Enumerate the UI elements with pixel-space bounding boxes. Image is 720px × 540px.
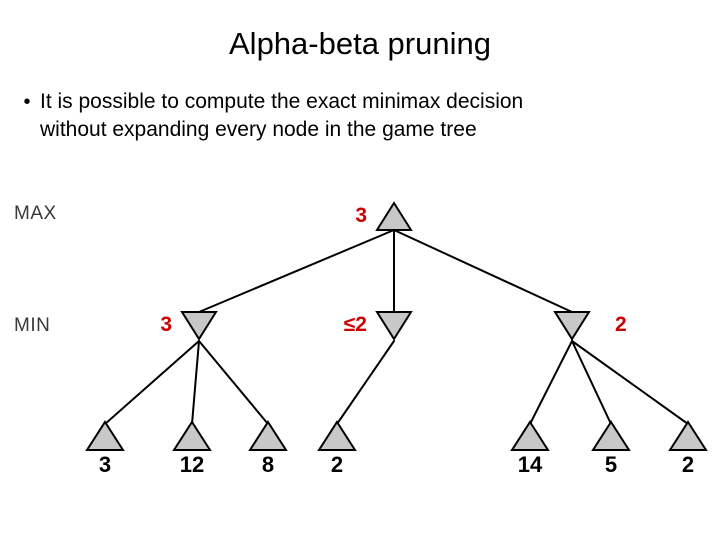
page-title: Alpha-beta pruning (229, 26, 491, 61)
edge-min1-leaf3 (198, 340, 269, 425)
triangle-up-icon (375, 200, 413, 231)
edge-root-min1 (198, 229, 395, 313)
edge-min1-leaf2 (191, 340, 200, 425)
max-root-node-value-annotation: 3 (355, 204, 367, 227)
leaf-node-7-shape (668, 420, 708, 451)
max-root-node-shape (375, 200, 413, 231)
min-node-1-shape (180, 310, 218, 341)
triangle-up-icon (668, 420, 708, 451)
leaf-node-3-value-label: 8 (261, 452, 275, 477)
leaf-node-3-shape (248, 420, 288, 451)
max-row-label: MAX (14, 203, 57, 224)
leaf-node-6-value-label: 5 (604, 452, 618, 477)
bullet-block: • It is possible to compute the exact mi… (14, 88, 708, 144)
leaf-node-1-shape (85, 420, 125, 451)
tree-edges-layer (104, 229, 689, 425)
min-node-3-value-annotation: 2 (615, 313, 627, 336)
triangle-up-icon (85, 420, 125, 451)
min-row-label: MIN (14, 315, 51, 336)
leaf-node-5-shape (510, 420, 550, 451)
leaf-node-5-value-label: 14 (517, 452, 543, 477)
triangle-up-icon (591, 420, 631, 451)
edge-min3-leaf5 (529, 340, 573, 425)
bullet-text-line-2: without expanding every node in the game… (40, 118, 477, 141)
min-node-3-shape (553, 310, 591, 341)
leaf-node-2-shape (172, 420, 212, 451)
triangle-up-icon (317, 420, 357, 451)
min-node-2-shape (375, 310, 413, 341)
leaf-node-4-shape (317, 420, 357, 451)
edge-min2-leaf4 (336, 340, 395, 425)
bullet-text-line-1: It is possible to compute the exact mini… (40, 90, 524, 113)
leaf-node-1-value-label: 3 (98, 452, 112, 477)
triangle-up-icon (248, 420, 288, 451)
triangle-down-icon (553, 310, 591, 341)
min-node-2-value-annotation: ≤2 (343, 313, 367, 336)
triangle-down-icon (375, 310, 413, 341)
edge-min1-leaf1 (104, 340, 200, 425)
edge-root-min3 (393, 229, 573, 313)
leaf-node-2-value-label: 12 (179, 452, 205, 477)
leaf-node-7-value-label: 2 (681, 452, 695, 477)
edge-min3-leaf7 (571, 340, 689, 425)
leaf-node-6-shape (591, 420, 631, 451)
edge-min3-leaf6 (571, 340, 612, 425)
triangle-up-icon (172, 420, 212, 451)
triangle-up-icon (510, 420, 550, 451)
min-node-1-value-annotation: 3 (160, 313, 172, 336)
game-tree-diagram: MAX MIN 3 3 ≤2 2 3 12 8 2 14 5 2 (0, 175, 720, 505)
leaf-node-4-value-label: 2 (330, 452, 344, 477)
bullet-item: • It is possible to compute the exact mi… (14, 88, 708, 116)
bullet-marker-icon: • (23, 91, 31, 113)
triangle-down-icon (180, 310, 218, 341)
